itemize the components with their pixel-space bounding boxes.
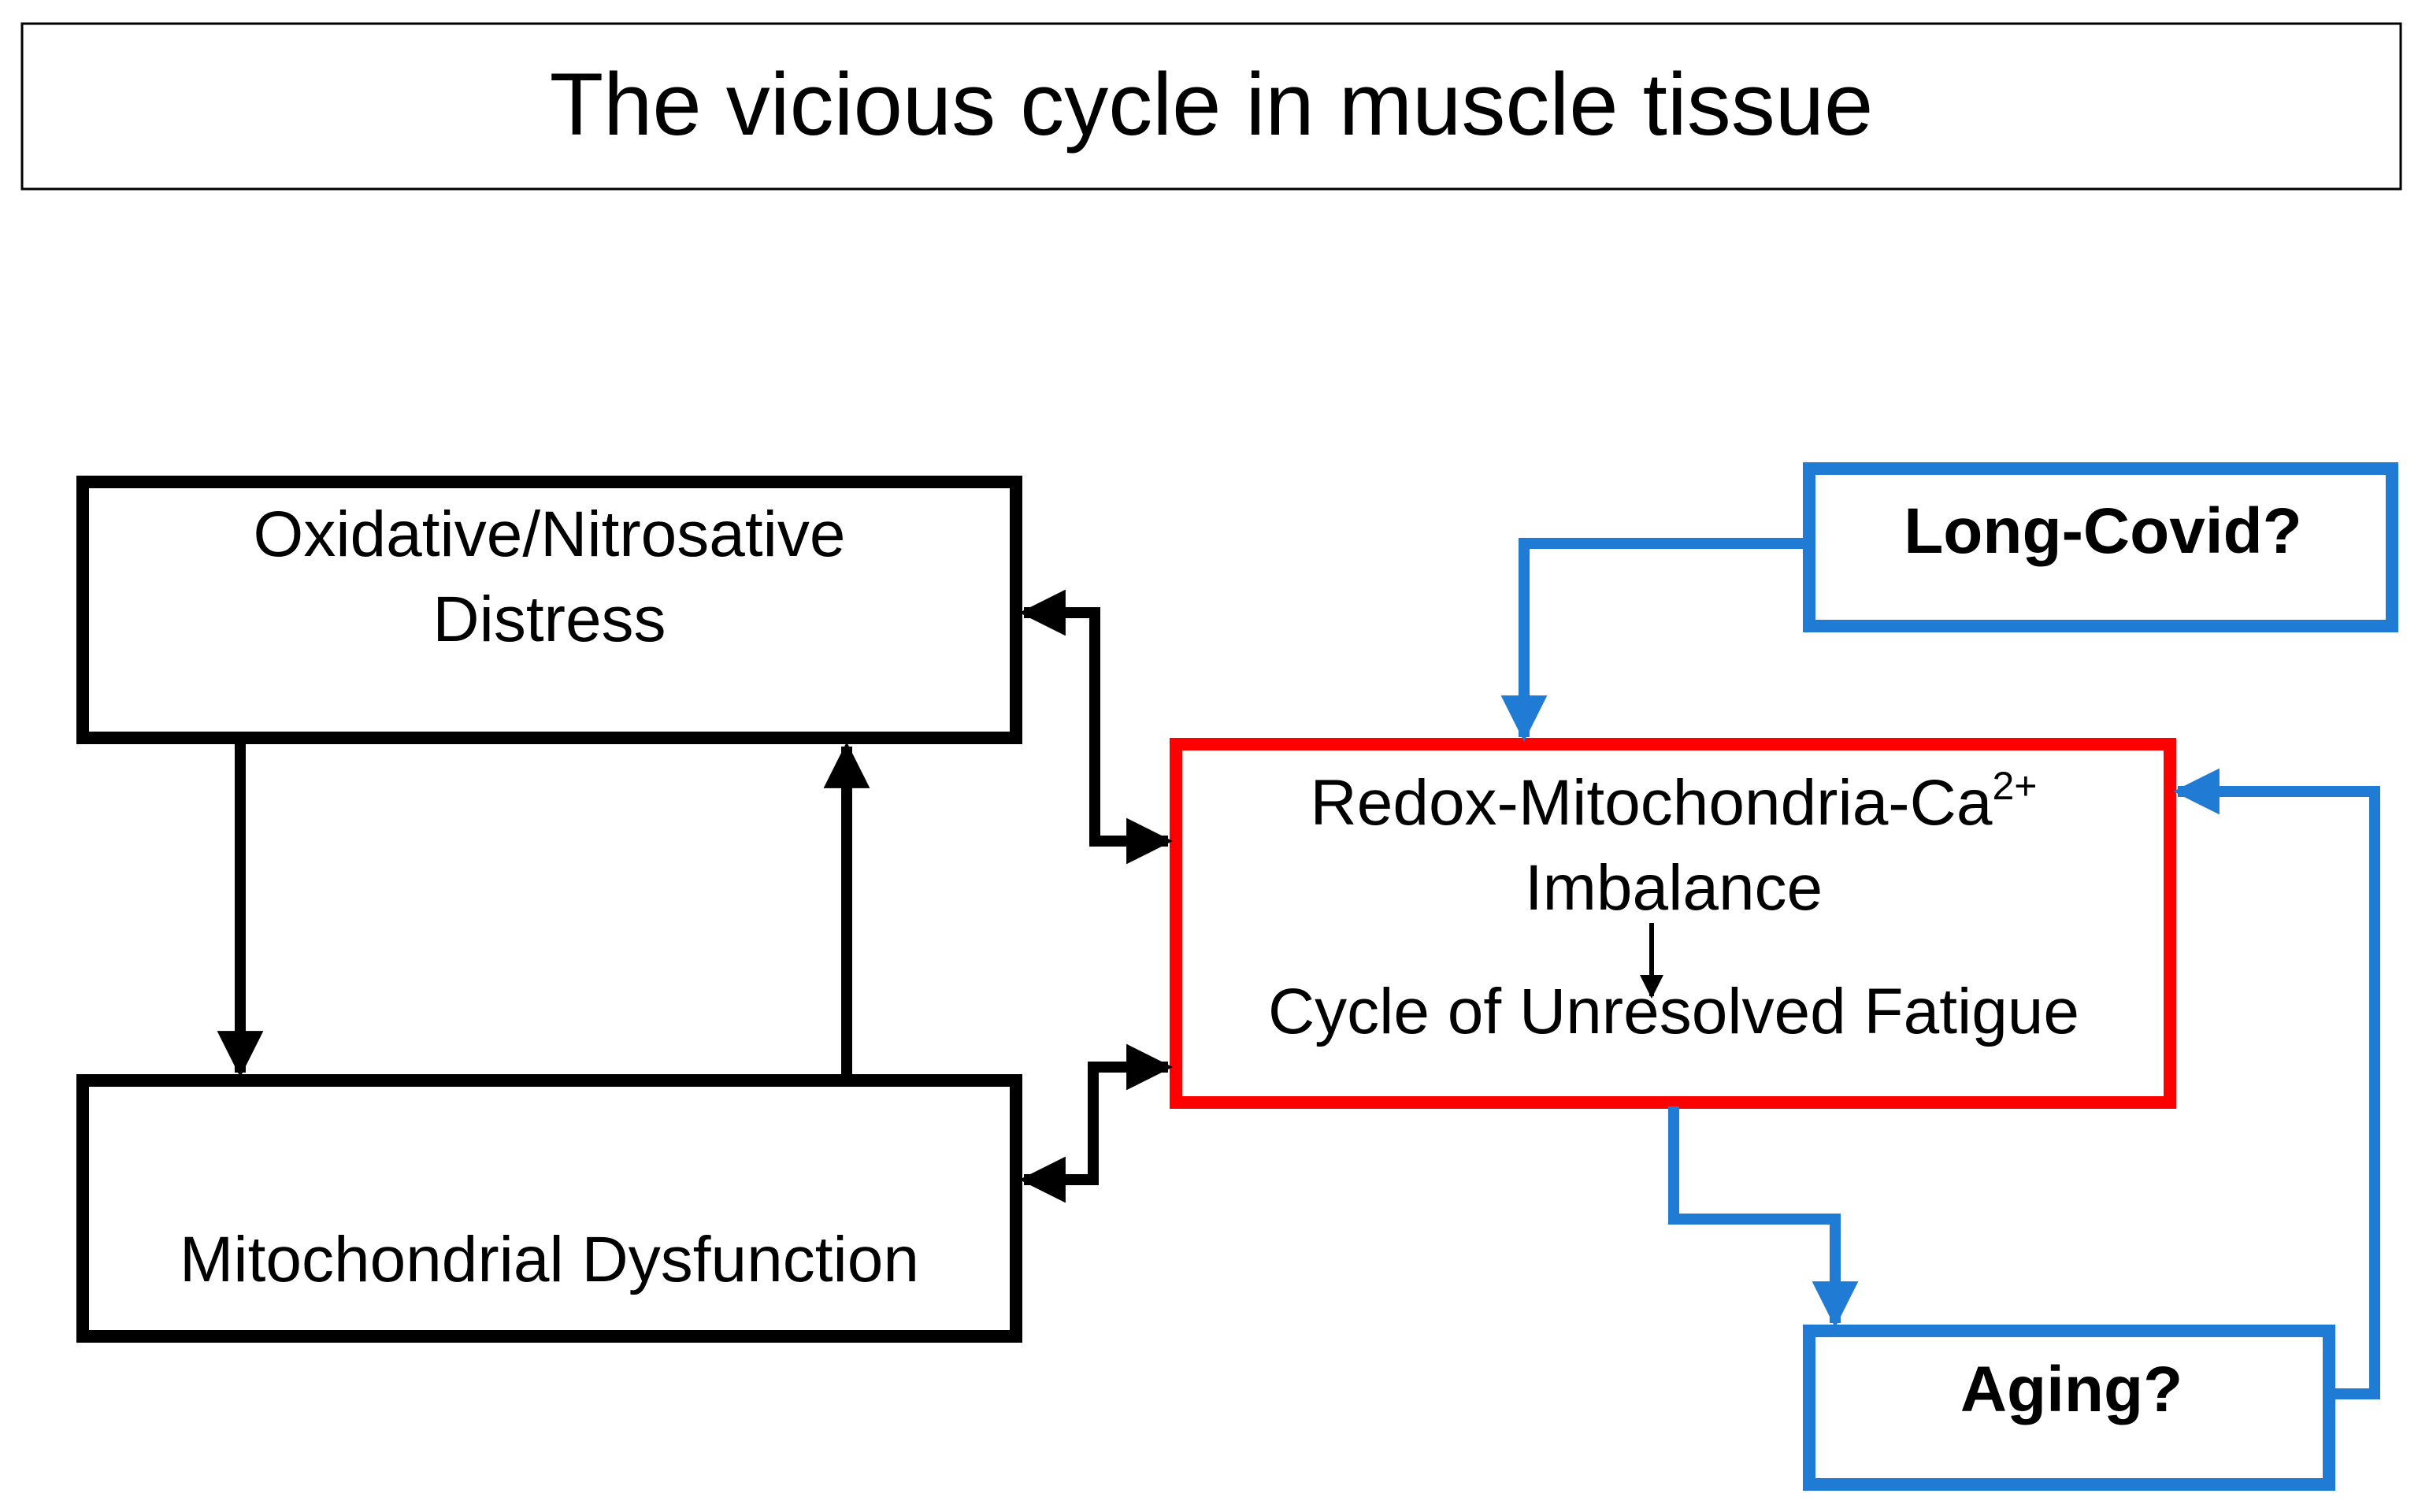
oxidative-box xyxy=(76,476,1022,744)
long-covid-label: Long-Covid? xyxy=(1904,495,2302,567)
redox-label-line2: Imbalance xyxy=(1524,852,1823,924)
aging-label: Aging? xyxy=(1960,1354,2183,1425)
redox-box xyxy=(1170,738,2176,1109)
arrow-mitochondrial-redox xyxy=(1019,1043,1173,1203)
oxidative-label-line1: Oxidative/Nitrosative xyxy=(253,498,846,570)
arrow-oxidative-redox xyxy=(1019,589,1173,865)
redox-label-line3: Cycle of Unresolved Fatigue xyxy=(1267,976,2080,1047)
page-title: The vicious cycle in muscle tissue xyxy=(549,55,1874,154)
oxidative-label-line2: Distress xyxy=(432,584,666,655)
title-box xyxy=(20,22,2402,191)
oxidative-label: Oxidative/Nitrosative Distress xyxy=(83,492,1016,662)
arrow-long-covid-to-redox xyxy=(1500,538,1809,742)
mitochondrial-box xyxy=(76,1074,1022,1343)
redox-label-text: Redox-Mitochondria-Ca xyxy=(1310,767,1993,839)
mitochondrial-label: Mitochondrial Dysfunction xyxy=(180,1224,919,1295)
arrow-redox-to-aging xyxy=(1668,1106,1859,1328)
aging-box xyxy=(1803,1325,2335,1491)
calcium-charge-superscript: 2+ xyxy=(1992,764,2038,808)
redox-label-line1: Redox-Mitochondria-Ca2+ xyxy=(1181,766,2166,839)
arrow-aging-to-redox xyxy=(2173,768,2380,1399)
